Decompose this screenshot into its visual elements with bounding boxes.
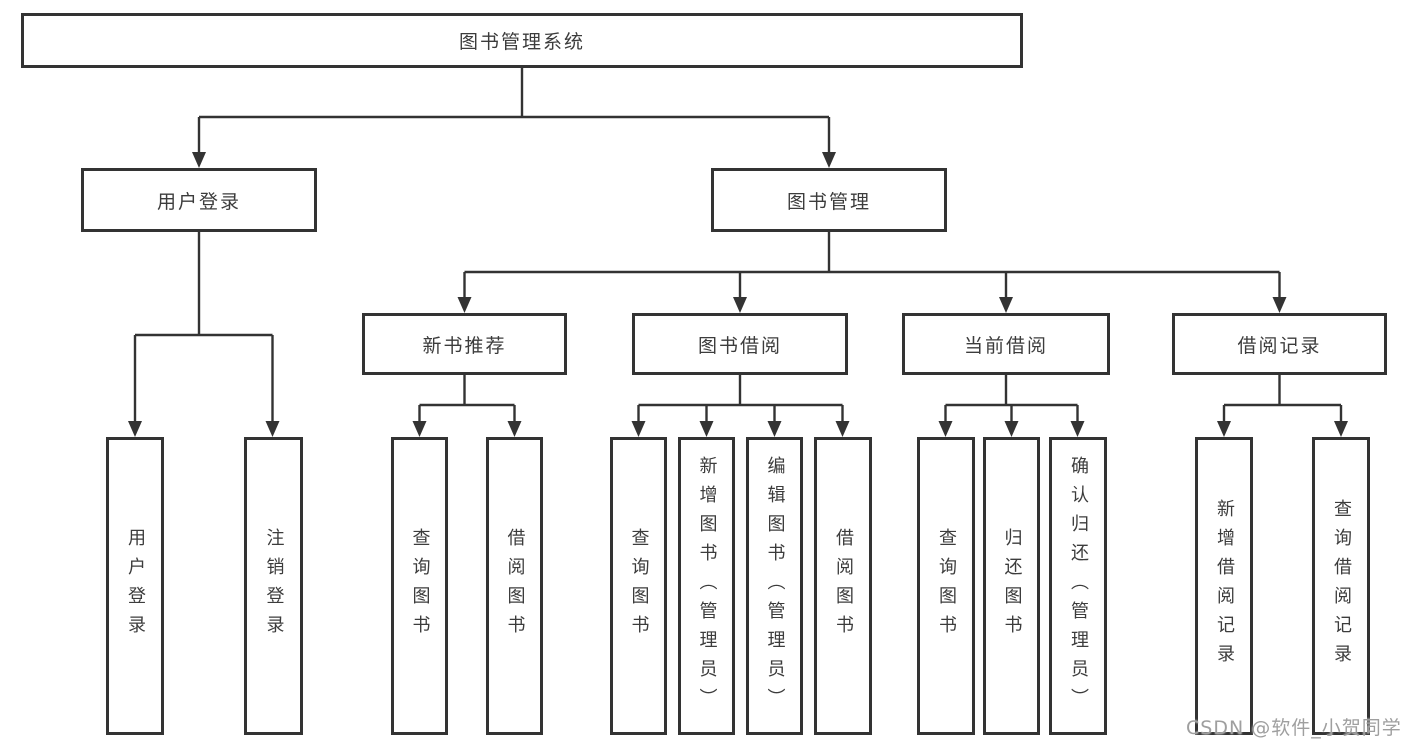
node-leaf-query-books-3: 查询图书 [917,437,975,735]
node-leaf-return-books: 归还图书 [983,437,1040,735]
node-new-book-recommend: 新书推荐 [362,313,567,375]
connector-arrows [128,152,1348,437]
node-user-login: 用户登录 [81,168,317,232]
node-leaf-logout: 注销登录 [244,437,303,735]
node-book-management: 图书管理 [711,168,947,232]
node-leaf-edit-books-admin: 编辑图书（管理员） [746,437,803,735]
node-leaf-query-borrow-record: 查询借阅记录 [1312,437,1370,735]
node-leaf-add-books-admin: 新增图书（管理员） [678,437,735,735]
node-borrowing-records: 借阅记录 [1172,313,1387,375]
node-leaf-user-login: 用户登录 [106,437,164,735]
node-book-borrowing: 图书借阅 [632,313,848,375]
node-leaf-add-borrow-record: 新增借阅记录 [1195,437,1253,735]
node-current-borrowing: 当前借阅 [902,313,1110,375]
node-library-system: 图书管理系统 [21,13,1023,68]
node-leaf-confirm-return-admin: 确认归还（管理员） [1049,437,1107,735]
node-leaf-borrow-books-1: 借阅图书 [486,437,543,735]
node-leaf-query-books-1: 查询图书 [391,437,448,735]
node-leaf-query-books-2: 查询图书 [610,437,667,735]
node-leaf-borrow-books-2: 借阅图书 [814,437,872,735]
watermark: CSDN @软件_小贺同学 [1186,717,1402,739]
